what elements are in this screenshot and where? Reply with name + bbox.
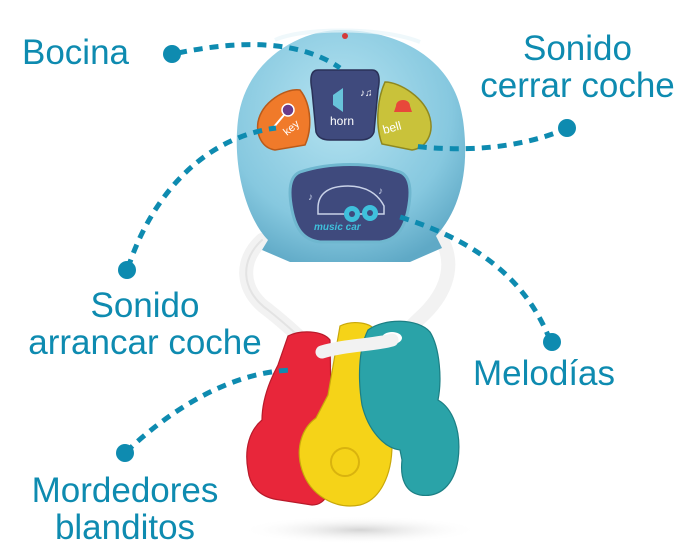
- led-indicator: [342, 33, 348, 39]
- leader-bocina: [177, 42, 342, 71]
- svg-text:♪: ♪: [308, 192, 313, 203]
- leader-mordedores: [124, 367, 293, 454]
- bell-icon: [394, 100, 412, 112]
- callout-bocina-line1: Bocina: [22, 33, 130, 72]
- callout-dot-bocina: [163, 45, 181, 63]
- music-car-label: music car: [314, 222, 362, 233]
- handle-ring-bottom: [315, 333, 399, 359]
- music-note-icon: ♪♫: [360, 88, 373, 99]
- callout-melodias: Melodías: [473, 355, 615, 392]
- callout-cerrar-line1: Sonido: [523, 29, 632, 68]
- floor-shadow: [240, 516, 480, 544]
- callout-dot-melodias: [543, 333, 561, 351]
- callout-mordedores-line1: Mordedores: [31, 471, 219, 510]
- svg-text:♪: ♪: [378, 186, 383, 197]
- callout-dot-mordedores: [116, 444, 134, 462]
- leader-melodias: [399, 214, 553, 341]
- callout-dot-cerrar: [558, 119, 576, 137]
- callout-mordedores-line2: blanditos: [54, 508, 196, 547]
- callout-arrancar-line1: Sonido: [90, 286, 200, 325]
- bell-button-label: bell: [381, 119, 403, 137]
- callout-sonido-arrancar-coche: Sonido arrancar coche: [10, 287, 280, 361]
- horn-button[interactable]: ♪♫ horn: [310, 69, 380, 141]
- horn-speaker-icon: [333, 88, 343, 112]
- callout-bocina: Bocina: [22, 34, 129, 71]
- callout-melodias-line1: Melodías: [473, 354, 616, 393]
- leader-cerrar: [411, 125, 569, 152]
- key-icon: [281, 103, 295, 117]
- music-car-button[interactable]: ♪ ♪ music car: [288, 163, 412, 244]
- leader-arrancar: [125, 125, 277, 269]
- callout-mordedores-blanditos: Mordedores blanditos: [15, 472, 235, 546]
- callout-dot-arrancar: [118, 261, 136, 279]
- key-button[interactable]: key: [256, 89, 311, 151]
- car-icon: [317, 185, 385, 215]
- bell-button[interactable]: bell: [377, 81, 432, 151]
- callout-sonido-cerrar-coche: Sonido cerrar coche: [465, 30, 690, 104]
- callout-arrancar-line2: arrancar coche: [28, 323, 262, 362]
- callout-cerrar-line2: cerrar coche: [480, 66, 675, 105]
- horn-button-label: horn: [330, 114, 354, 128]
